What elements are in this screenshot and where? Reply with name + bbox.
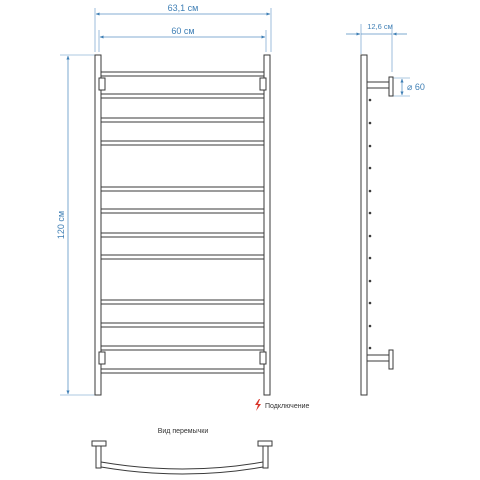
jumper-curve-outer	[100, 461, 264, 470]
rung-end	[368, 166, 372, 170]
rung	[100, 322, 265, 328]
rung	[100, 299, 265, 305]
side-mount-top-arm	[366, 81, 390, 89]
bracket-top-right	[259, 77, 267, 91]
jumper-left-post	[95, 445, 102, 469]
rung-end	[368, 301, 372, 305]
connection-legend: Подключение	[255, 399, 309, 411]
diameter-label: ⌀ 60	[407, 82, 425, 92]
rung-end	[368, 346, 372, 350]
rung	[100, 254, 265, 260]
lightning-connection-icon	[255, 399, 261, 411]
rung	[100, 93, 265, 99]
rung	[100, 140, 265, 146]
bracket-bottom-right	[259, 351, 267, 365]
left-upright	[94, 54, 102, 396]
rung-end	[368, 98, 372, 102]
jumper-right-post	[262, 445, 269, 469]
rung-end	[368, 189, 372, 193]
jumper-right-flange	[257, 440, 273, 447]
side-mount-bottom-arm	[366, 354, 390, 362]
front-view: 63,1 см 60 см 120 см	[56, 3, 272, 396]
rungs	[100, 71, 265, 374]
inner-width-label: 60 см	[171, 26, 194, 36]
jumper-view-caption: Вид перемычки	[158, 428, 209, 435]
side-mount-top-flange	[388, 76, 394, 97]
height-label: 120 см	[56, 211, 66, 239]
jumper-left-flange	[91, 440, 107, 447]
rung-end	[368, 279, 372, 283]
bracket-bottom-left	[98, 351, 106, 365]
rung-end	[368, 144, 372, 148]
depth-label: 12,6 см	[367, 22, 393, 31]
rung	[100, 232, 265, 238]
jumper-curve-inner	[100, 466, 264, 475]
side-view: 12,6 см ⌀ 60	[346, 22, 425, 396]
rung-end	[368, 256, 372, 260]
rung-end	[368, 121, 372, 125]
bracket-top-left	[98, 77, 106, 91]
rung	[100, 71, 265, 77]
side-rung-ends	[368, 98, 372, 350]
jumper-view: Вид перемычки	[91, 428, 273, 475]
right-upright	[263, 54, 271, 396]
side-mount-bottom-flange	[388, 349, 394, 370]
side-upright	[360, 54, 368, 396]
rung-end	[368, 234, 372, 238]
rung	[100, 368, 265, 374]
rung	[100, 117, 265, 123]
overall-width-label: 63,1 см	[168, 3, 199, 13]
connection-label: Подключение	[265, 403, 309, 410]
rung-end	[368, 211, 372, 215]
rung	[100, 345, 265, 351]
rung	[100, 208, 265, 214]
rung-end	[368, 324, 372, 328]
rung	[100, 186, 265, 192]
